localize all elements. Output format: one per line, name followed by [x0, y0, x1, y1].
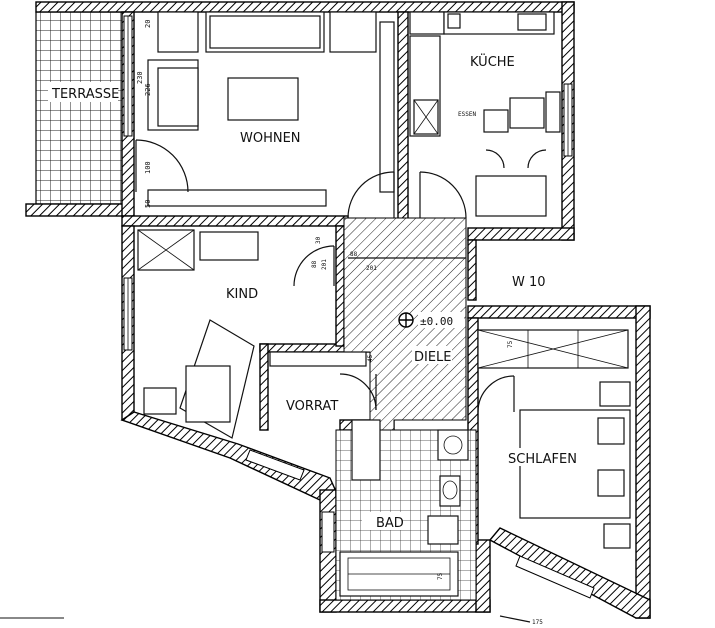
dim-88-b: 88 [350, 251, 358, 258]
dim-45: 45 [367, 354, 374, 362]
room-label-kind: KIND [226, 287, 258, 302]
dim-100: 100 [144, 161, 152, 174]
kind-furniture: KIND 88 201 30 [137, 229, 335, 439]
dim-88-a: 88 [311, 260, 318, 268]
dim-75-schlafen: 75 [507, 340, 514, 348]
room-label-diele: DIELE [414, 350, 452, 365]
label-essen: ESSEN [458, 111, 476, 118]
room-label-kuche: KÜCHE [470, 53, 515, 70]
dim-30: 30 [315, 236, 322, 244]
room-label-vorrat: VORRAT [286, 399, 338, 414]
diele: 88 201 ±0.00 DIELE W 10 [350, 251, 546, 365]
dim-230: 230 [136, 71, 144, 84]
north-marker: 175 [0, 615, 543, 626]
dim-226: 226 [144, 83, 152, 96]
kuche-furniture: KÜCHE ESSEN [409, 11, 561, 217]
level-label: ±0.00 [420, 315, 453, 328]
doors-top [347, 171, 467, 259]
wohnen-furniture: WOHNEN 230 226 100 50 20 [135, 11, 395, 208]
dim-201-a: 201 [321, 259, 328, 270]
room-label-terrasse: TERRASSE [51, 87, 119, 102]
room-label-wohnen: WOHNEN [240, 131, 301, 146]
dim-50: 50 [144, 200, 152, 208]
room-label-bad: BAD [376, 516, 404, 531]
north-label: 175 [532, 619, 543, 626]
dim-201-b: 201 [366, 265, 377, 272]
schlafen-furniture: SCHLAFEN 75 [477, 329, 631, 549]
terrace: TERRASSE [35, 11, 123, 205]
dim-20: 20 [144, 20, 152, 28]
apartment-label: W 10 [512, 275, 546, 290]
vorrat: VORRAT 45 [269, 351, 381, 481]
room-label-schlafen: SCHLAFEN [508, 452, 577, 467]
dim-75-bad: 75 [437, 572, 444, 580]
bad-fixtures: BAD 75 [339, 429, 469, 597]
windows [123, 15, 595, 599]
